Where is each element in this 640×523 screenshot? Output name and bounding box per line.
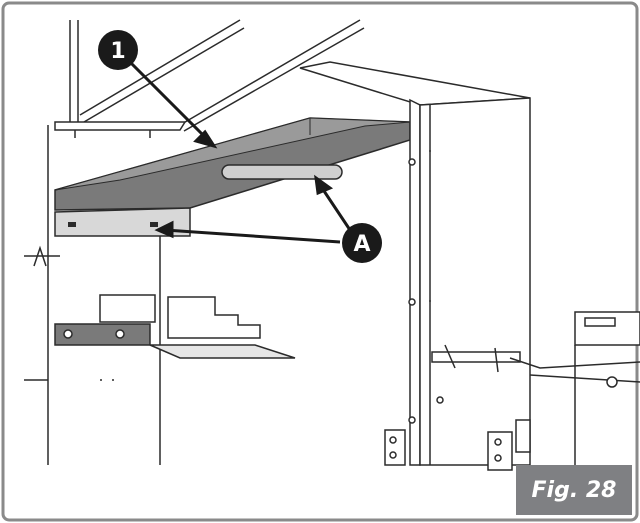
left-frame-post [24, 20, 161, 465]
lower-tray [54, 294, 296, 381]
rod [221, 164, 343, 180]
right-panel [299, 61, 531, 466]
callout-a-text: A [353, 232, 370, 257]
callout-1-text: 1 [110, 39, 125, 64]
figure-label: Fig. 28 [516, 465, 632, 515]
shelf [54, 117, 411, 211]
bracket-a [54, 207, 191, 237]
upper-rails [54, 19, 365, 138]
figure-label-text: Fig. 28 [531, 477, 617, 503]
lower-right-brackets [384, 419, 531, 471]
side-rack [431, 311, 640, 470]
callout-1: 1 [98, 30, 138, 70]
leader-lines [126, 58, 352, 244]
callout-a: A [342, 223, 382, 263]
